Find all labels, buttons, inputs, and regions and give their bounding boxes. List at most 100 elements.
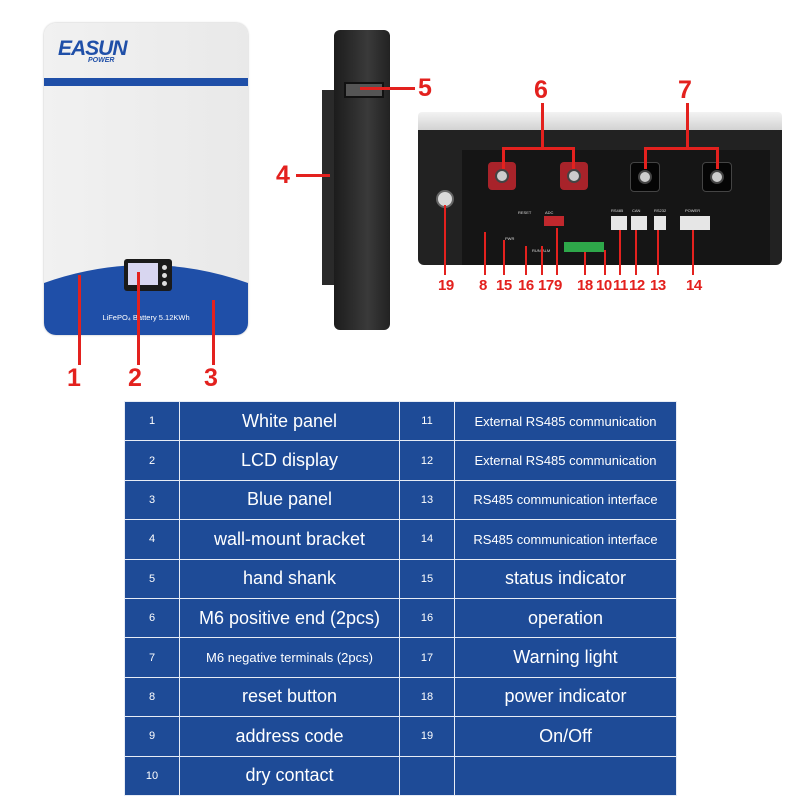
side-body: [334, 30, 390, 330]
row-number-right: 19: [399, 716, 455, 757]
port-label-alm: ALM: [542, 248, 551, 253]
callout-line-7-left: [644, 147, 647, 169]
row-number-left: 7: [124, 637, 180, 678]
dip-switch: [544, 216, 564, 226]
callout-line-7-bar: [644, 147, 718, 150]
blue-stripe: [44, 78, 248, 86]
lcd-led: [162, 281, 167, 286]
lcd-led: [162, 273, 167, 278]
row-number-left: 6: [124, 597, 180, 639]
brand-sub: POWER: [88, 57, 115, 64]
callout-line-7-stem: [686, 103, 689, 148]
lcd-led: [162, 265, 167, 270]
row-number-right: 15: [399, 558, 455, 599]
row-label-right: On/Off: [454, 716, 677, 757]
hand-shank: [344, 82, 384, 98]
brand-logo: EASUN POWER: [58, 37, 138, 67]
callout-16: 16: [518, 277, 534, 294]
callout-line-1: [78, 275, 81, 365]
leader-12: [635, 230, 637, 275]
row-number-right: 17: [399, 637, 455, 678]
port-label-rs485: RS485: [611, 208, 624, 213]
callout-3: 3: [204, 364, 218, 392]
row-label-left: address code: [179, 716, 400, 757]
row-label-left: reset button: [179, 676, 400, 718]
top-lid: [418, 112, 782, 132]
battery-front-view: EASUN POWER LiFePO₄ Battery 5.12KWh: [44, 23, 248, 335]
row-label-left: White panel: [179, 400, 400, 442]
row-label-right: status indicator: [454, 558, 677, 599]
row-number-left: 3: [124, 479, 180, 521]
lcd-screen: [128, 263, 158, 285]
leader-13: [657, 230, 659, 275]
dry-contact-terminal: [564, 242, 604, 252]
row-label-right: power indicator: [454, 676, 677, 718]
lcd-display: [124, 259, 172, 291]
row-label-left: M6 negative terminals (2pcs): [179, 637, 400, 678]
callout-17: 17: [538, 277, 554, 294]
callout-line-7-right: [716, 147, 719, 169]
row-label-left: hand shank: [179, 558, 400, 599]
can-port: [631, 216, 647, 230]
port-label-adc: ADC: [545, 210, 554, 215]
leader-10: [604, 250, 606, 275]
power-port: [680, 216, 710, 230]
callout-14: 14: [686, 277, 702, 294]
row-number-right: [399, 755, 455, 797]
row-number-right: 11: [399, 400, 455, 442]
callout-line-3: [212, 300, 215, 365]
callout-18: 18: [577, 277, 593, 294]
blue-panel: [44, 265, 248, 335]
battery-label: LiFePO₄ Battery 5.12KWh: [102, 313, 190, 322]
callout-11: 11: [613, 277, 628, 294]
callout-line-6-left: [502, 147, 505, 169]
row-label-right: External RS485 communication: [454, 440, 677, 481]
callout-9: 9: [554, 277, 562, 294]
battery-side-view: [322, 30, 392, 330]
row-label-right: operation: [454, 597, 677, 639]
rs485-port: [611, 216, 627, 230]
row-label-right: [454, 755, 677, 797]
row-label-left: Blue panel: [179, 479, 400, 521]
port-label-reset: RESET: [518, 210, 532, 215]
callout-10: 10: [596, 277, 612, 294]
row-number-right: 12: [399, 440, 455, 481]
callout-15: 15: [496, 277, 512, 294]
leader-14: [692, 230, 694, 275]
row-number-left: 9: [124, 716, 180, 757]
row-number-left: 8: [124, 676, 180, 718]
callout-line-6-right: [572, 147, 575, 169]
port-label-rs232: RS232: [654, 208, 667, 213]
callout-line-6-stem: [541, 103, 544, 148]
leader-8: [484, 232, 486, 275]
row-number-left: 1: [124, 400, 180, 442]
callout-5: 5: [418, 74, 432, 102]
row-number-left: 2: [124, 440, 180, 481]
callout-line-6-bar: [502, 147, 574, 150]
leader-11: [619, 230, 621, 275]
leader-17: [541, 246, 543, 275]
port-label-can: CAN: [632, 208, 641, 213]
callout-4: 4: [276, 161, 290, 189]
callout-2: 2: [128, 364, 142, 392]
row-label-left: wall-mount bracket: [179, 519, 400, 560]
callout-8: 8: [479, 277, 487, 294]
row-number-left: 4: [124, 519, 180, 560]
callout-7: 7: [678, 76, 692, 104]
row-number-right: 14: [399, 519, 455, 560]
row-number-right: 16: [399, 597, 455, 639]
callout-line-2: [137, 272, 140, 365]
leader-15: [503, 240, 505, 275]
leader-9: [556, 228, 558, 275]
callout-12: 12: [629, 277, 645, 294]
